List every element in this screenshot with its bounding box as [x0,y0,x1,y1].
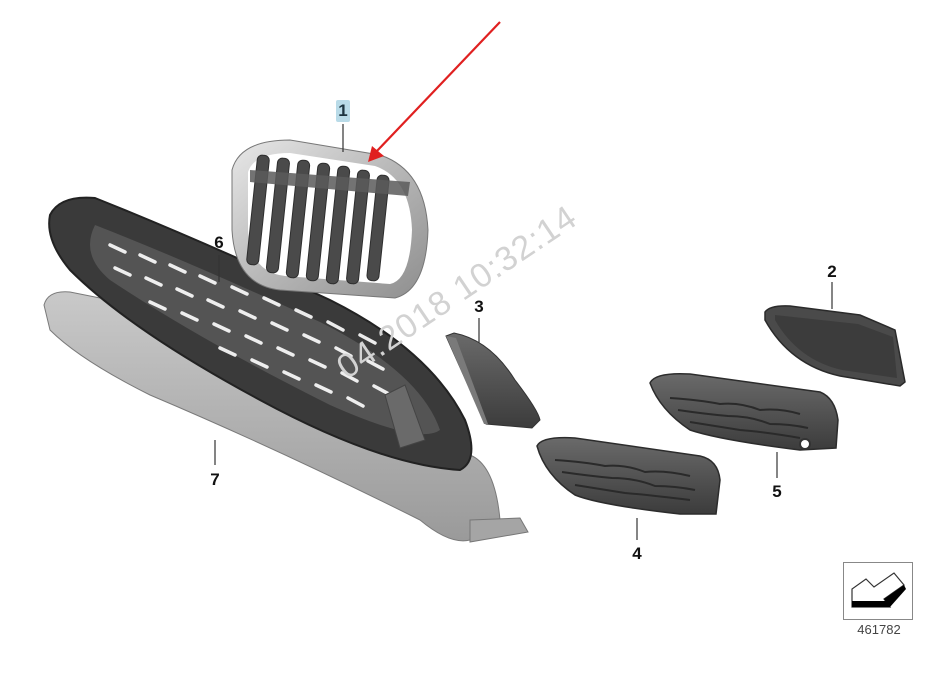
callout-part-6[interactable]: 6 [214,233,224,252]
leader-lines [214,124,833,540]
callout-part-5[interactable]: 5 [772,482,782,501]
back-navigation-button[interactable] [843,562,913,620]
back-arrow-icon [851,572,906,608]
part-5-side-grille[interactable] [649,372,839,451]
callout-part-1[interactable]: 1 [336,100,350,122]
part-4-side-grille[interactable] [536,436,721,515]
callout-part-4[interactable]: 4 [632,544,642,563]
figure-number: 461782 [857,622,901,637]
red-arrow-annotation [368,21,501,162]
callout-part-2[interactable]: 2 [827,262,837,281]
part-2-cover-panel[interactable] [764,305,906,387]
part-3-trim-panel[interactable] [445,332,541,429]
part-1-kidney-grille[interactable] [231,139,429,299]
callout-part-3[interactable]: 3 [474,297,484,316]
part-6-center-grille[interactable] [48,196,473,472]
callout-part-7[interactable]: 7 [210,470,220,489]
